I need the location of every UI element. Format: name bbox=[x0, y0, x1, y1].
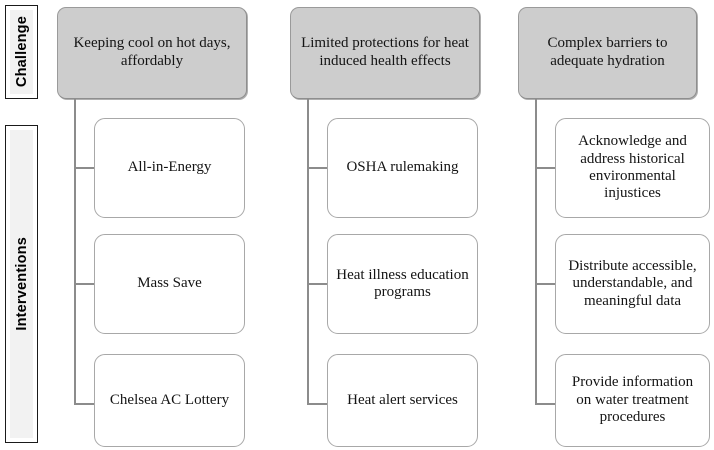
connector-branch-3-1 bbox=[535, 167, 555, 169]
connector-branch-2-3 bbox=[307, 403, 327, 405]
intervention-box-2-1: OSHA rulemaking bbox=[327, 118, 478, 218]
intervention-box-2-3: Heat alert services bbox=[327, 354, 478, 447]
row-label-interventions-panel: Interventions bbox=[10, 130, 33, 438]
row-label-interventions: Interventions bbox=[5, 125, 38, 443]
connector-trunk-1 bbox=[74, 99, 76, 405]
intervention-box-3-2: Distribute accessible, understandable, a… bbox=[555, 234, 710, 334]
row-label-challenge-panel: Challenge bbox=[10, 10, 33, 94]
connector-branch-3-2 bbox=[535, 283, 555, 285]
row-label-interventions-text: Interventions bbox=[13, 237, 30, 331]
intervention-box-3-3: Provide information on water treatment p… bbox=[555, 354, 710, 447]
connector-branch-1-1 bbox=[74, 167, 94, 169]
connector-branch-1-2 bbox=[74, 283, 94, 285]
connector-branch-2-2 bbox=[307, 283, 327, 285]
challenge-box-3: Complex barriers to adequate hydration bbox=[518, 7, 697, 99]
row-label-challenge: Challenge bbox=[5, 5, 38, 99]
connector-branch-1-3 bbox=[74, 403, 94, 405]
intervention-box-2-2: Heat illness education programs bbox=[327, 234, 478, 334]
challenge-box-2: Limited protections for heat induced hea… bbox=[290, 7, 480, 99]
intervention-box-1-3: Chelsea AC Lottery bbox=[94, 354, 245, 447]
challenge-box-1: Keeping cool on hot days, affordably bbox=[57, 7, 247, 99]
intervention-box-3-1: Acknowledge and address historical envir… bbox=[555, 118, 710, 218]
connector-branch-2-1 bbox=[307, 167, 327, 169]
connector-trunk-3 bbox=[535, 99, 537, 405]
connector-trunk-2 bbox=[307, 99, 309, 405]
row-label-challenge-text: Challenge bbox=[13, 16, 30, 88]
intervention-box-1-1: All-in-Energy bbox=[94, 118, 245, 218]
connector-branch-3-3 bbox=[535, 403, 555, 405]
intervention-box-1-2: Mass Save bbox=[94, 234, 245, 334]
